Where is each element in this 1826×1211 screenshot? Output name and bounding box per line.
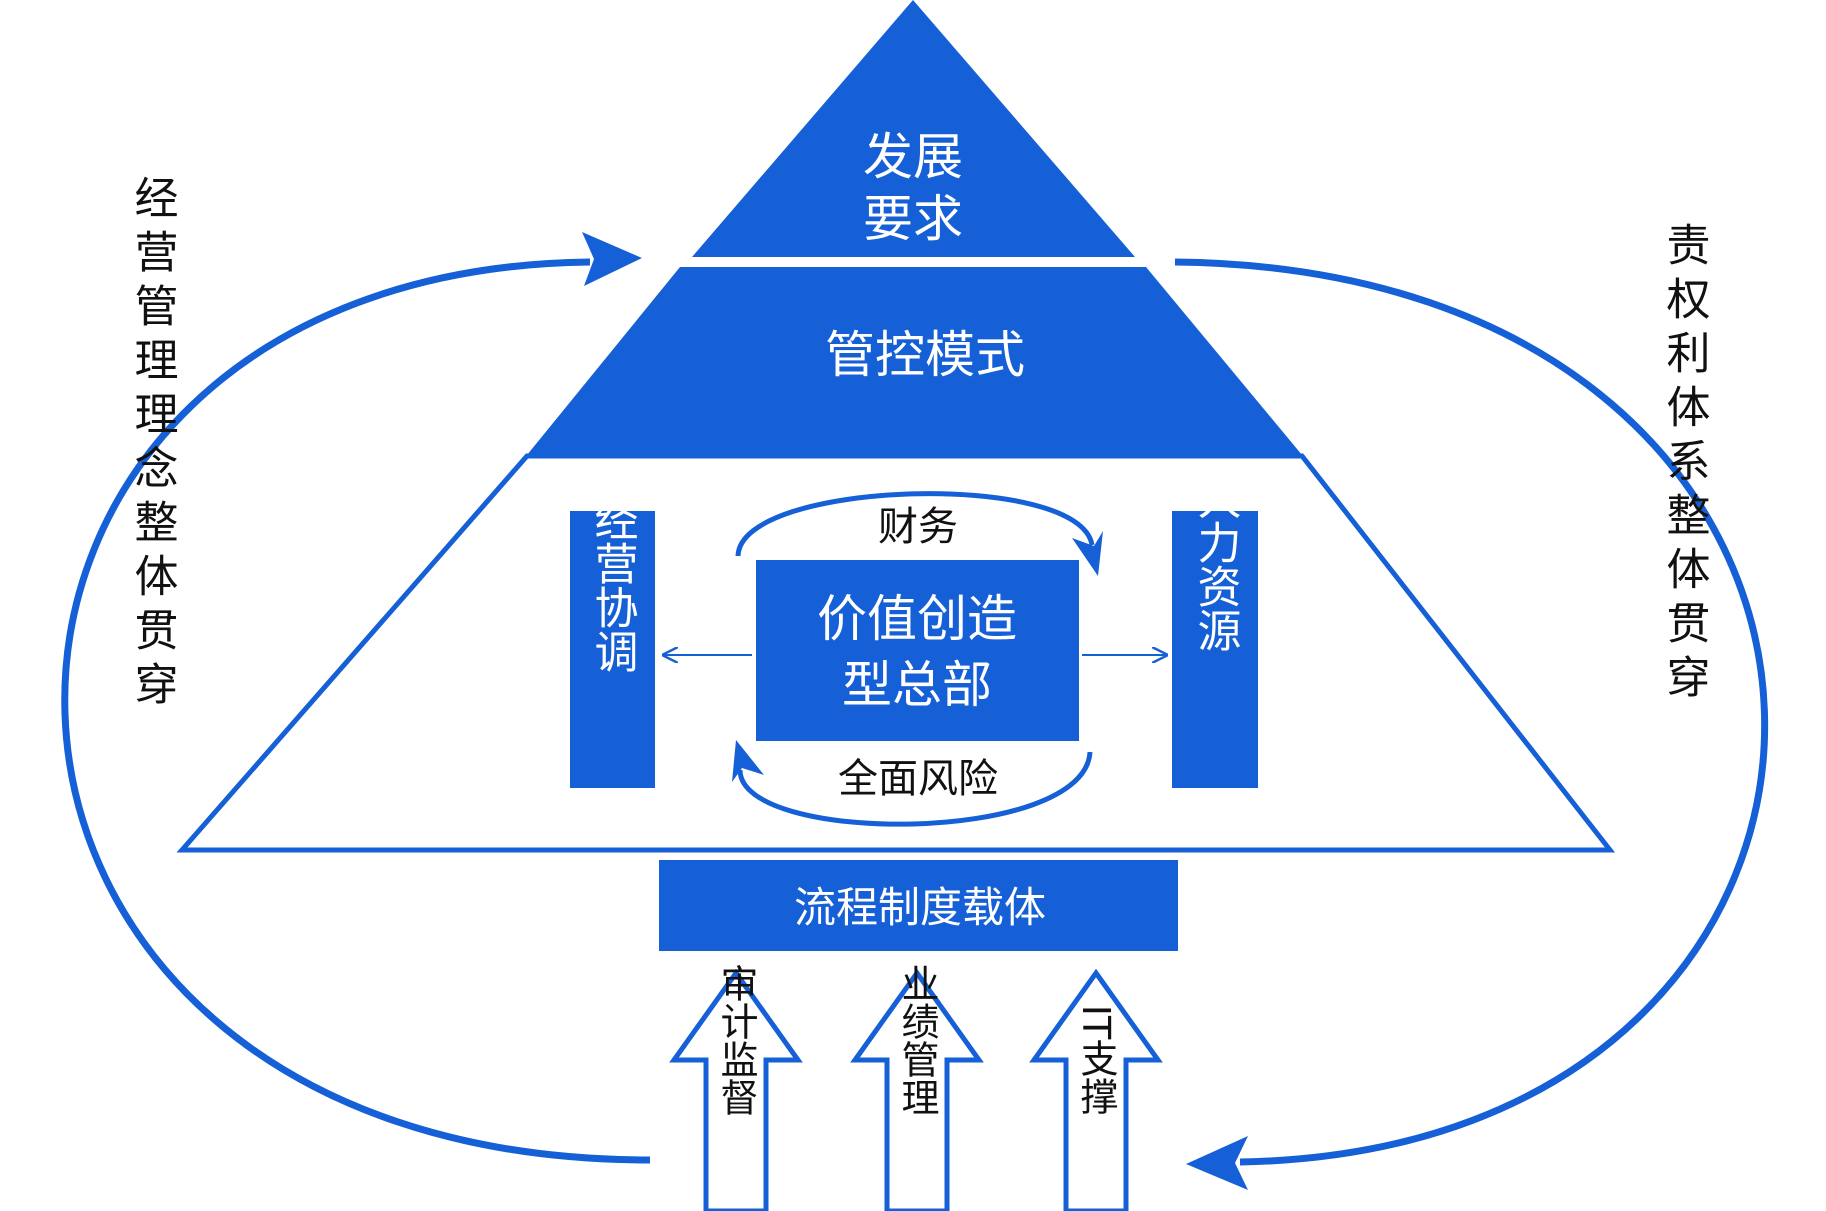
right-loop-arrow <box>1174 258 1769 1166</box>
support-arrow-audit <box>669 968 803 1211</box>
left-loop-arrow <box>61 258 651 1164</box>
pyramid-top <box>692 0 1135 257</box>
support-label-performance: 业绩管理 <box>895 964 939 1116</box>
top-arc-label: 财务 <box>878 504 958 550</box>
center-label-2: 型总部 <box>842 656 992 714</box>
left-box-label: 经营协调 <box>587 497 638 673</box>
pyramid-middle <box>527 267 1302 455</box>
bottom-arc-arrowhead <box>732 740 764 782</box>
left-loop-label: 经营管理理念整体贯穿 <box>127 175 178 715</box>
left-box <box>570 511 655 788</box>
right-box <box>1172 511 1258 788</box>
center-box <box>756 560 1079 741</box>
right-box-label: 人力资源 <box>1190 476 1241 652</box>
right-loop-arrowhead <box>1186 1136 1248 1190</box>
pyramid-middle-label: 管控模式 <box>825 326 1025 384</box>
base-bar <box>659 860 1178 951</box>
left-loop-arrowhead <box>582 232 642 286</box>
top-arc <box>735 491 1095 557</box>
base-bar-label: 流程制度载体 <box>794 883 1046 932</box>
pyramid-top-label-1: 发展 <box>863 128 963 186</box>
support-arrow-performance <box>850 968 984 1211</box>
support-label-audit: 审计监督 <box>714 964 758 1116</box>
center-label-1: 价值创造 <box>817 590 1017 648</box>
bottom-arc <box>737 751 1093 827</box>
bottom-arc-label: 全面风险 <box>838 756 998 802</box>
pyramid-base-outline <box>176 453 1616 853</box>
support-arrow-it <box>1029 968 1163 1211</box>
pyramid-top-label-2: 要求 <box>863 190 963 248</box>
right-loop-label: 责权利体系整体贯穿 <box>1659 222 1711 708</box>
top-arc-arrowhead <box>1072 531 1103 576</box>
support-label-it: IT支撑 <box>1074 1005 1118 1115</box>
